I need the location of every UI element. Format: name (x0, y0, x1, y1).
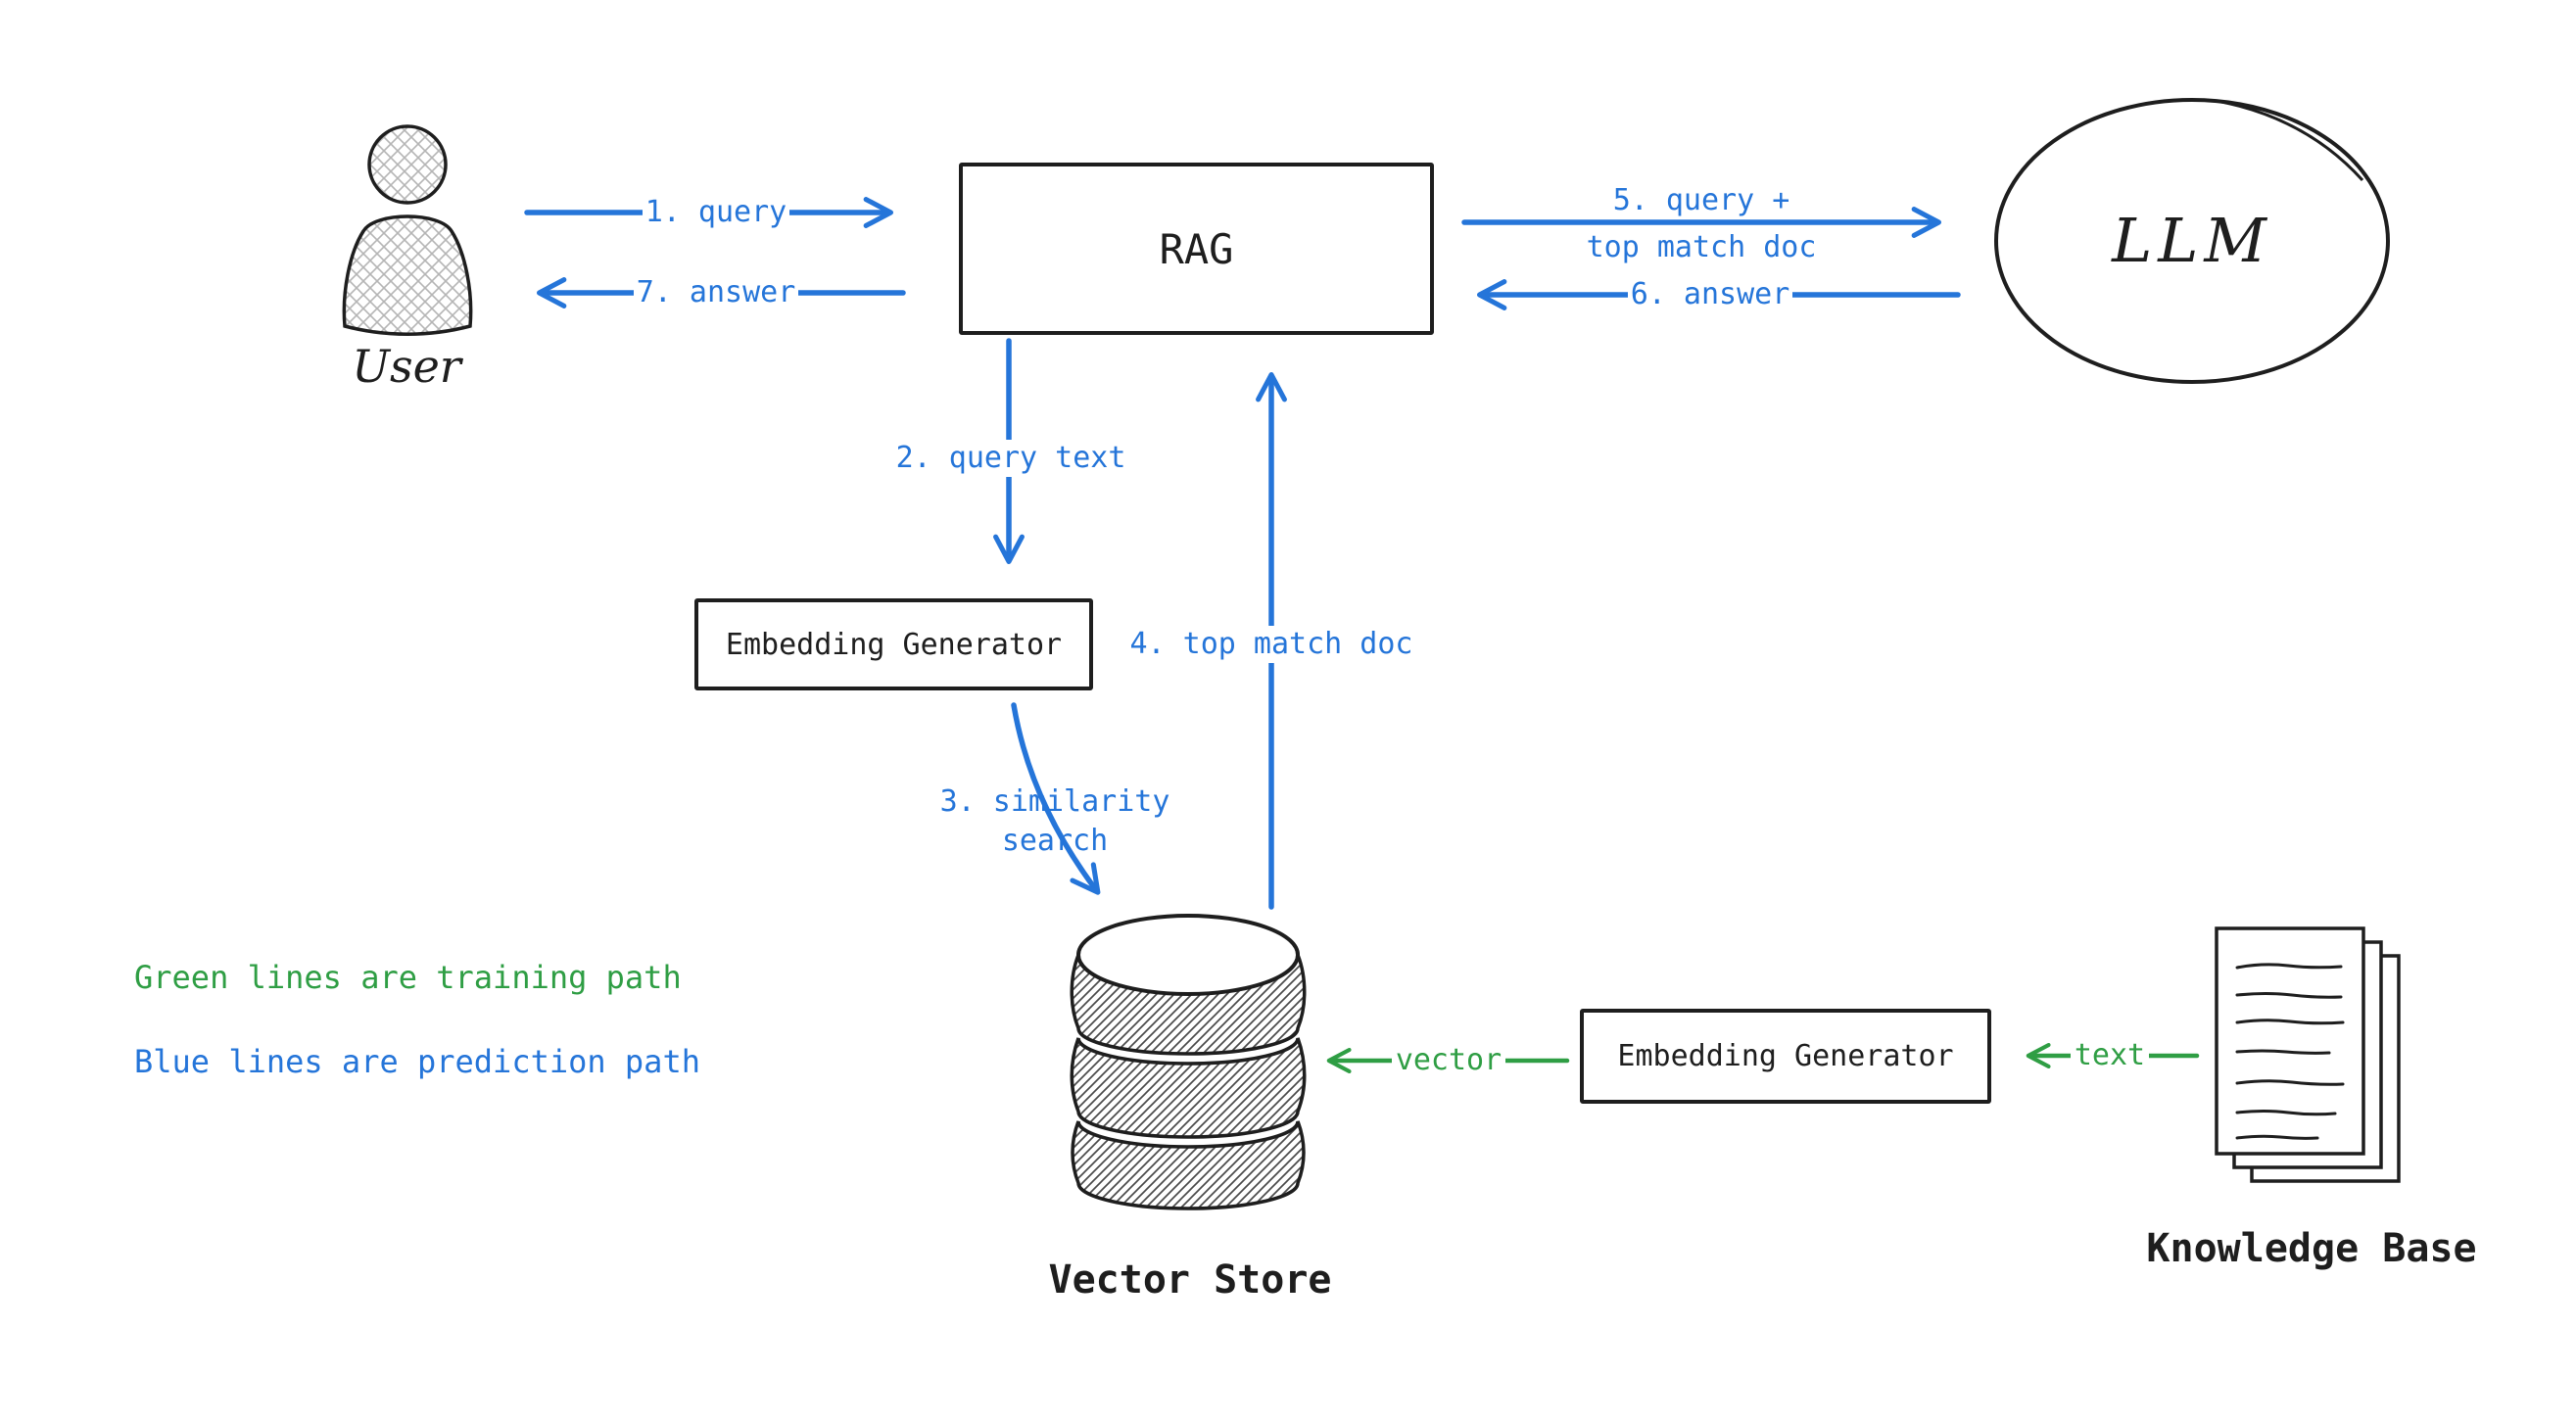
user-body (342, 214, 473, 336)
edge-label-step3-line1: 3. similarity (939, 784, 1170, 819)
rag-node: RAG (959, 163, 1434, 335)
embedding-generator-training-label: Embedding Generator (1617, 1039, 1954, 1073)
edge-label-step2: 2. query text (889, 440, 1132, 477)
legend-prediction-path: Blue lines are prediction path (134, 1043, 700, 1080)
edge-label-step6: 6. answer (1628, 276, 1792, 313)
kb-text-lines (2235, 963, 2345, 1140)
llm-ellipse (1994, 98, 2390, 384)
embedding-generator-query-label: Embedding Generator (725, 627, 1063, 662)
llm-node-label: LLM (2112, 205, 2272, 276)
llm-ellipse-sketch-stroke (2220, 100, 2364, 182)
cylinder-band-bottom (1071, 1120, 1306, 1210)
vector-store-icon (1070, 914, 1307, 1210)
cylinder-top-opening (1076, 914, 1300, 996)
edge-label-training-text: text (2071, 1037, 2149, 1074)
edge-label-training-vector: vector (1392, 1042, 1505, 1079)
edge-label-step1: 1. query (643, 194, 789, 231)
edge-label-step4: 4. top match doc (1124, 626, 1418, 663)
user-head (367, 124, 448, 205)
legend-training-path: Green lines are training path (134, 959, 682, 996)
knowledge-base-label: Knowledge Base (2146, 1226, 2477, 1271)
rag-node-label: RAG (1159, 224, 1234, 273)
user-icon (342, 124, 473, 336)
embedding-generator-training-node: Embedding Generator (1580, 1009, 1991, 1104)
kb-page-front (2215, 926, 2365, 1156)
knowledge-base-icon (2215, 926, 2401, 1183)
cylinder-band-middle (1070, 1037, 1307, 1139)
edge-label-step5-line2: top match doc (1586, 230, 1817, 264)
arrow-step3-similarity-search (1011, 702, 1101, 895)
vector-store-label: Vector Store (1048, 1257, 1332, 1303)
embedding-generator-query-node: Embedding Generator (694, 598, 1093, 690)
edge-label-step3-line2: search (1001, 824, 1109, 858)
user-node-label: User (352, 340, 461, 393)
edge-label-step5-line1: 5. query + (1612, 183, 1790, 217)
edge-label-step7: 7. answer (634, 274, 798, 311)
